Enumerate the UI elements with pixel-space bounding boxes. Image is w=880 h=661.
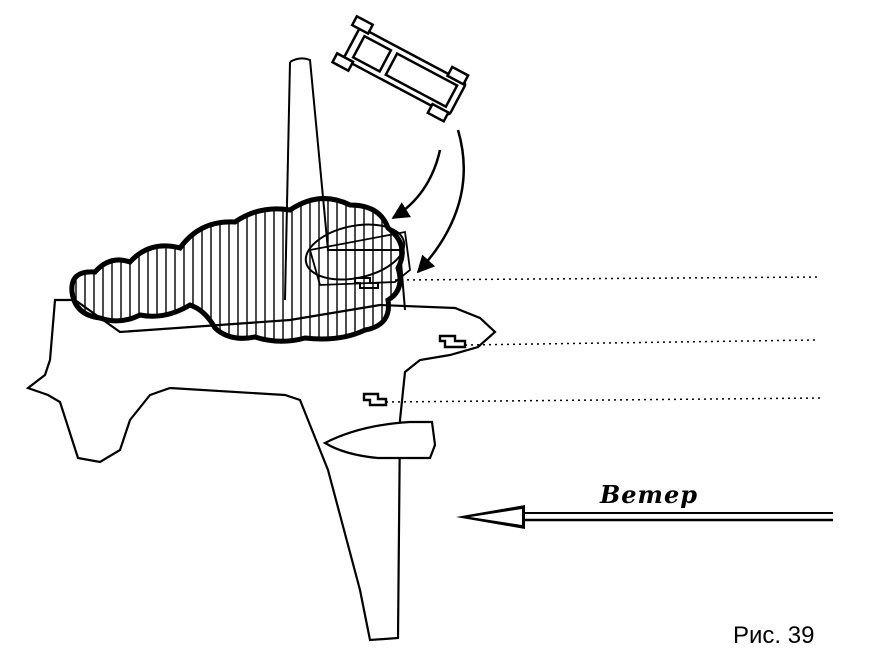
hangar-shape xyxy=(322,420,437,460)
gun-icon-2 xyxy=(438,334,467,349)
smoke-cloud xyxy=(69,196,405,344)
gun-icon-1 xyxy=(354,277,379,289)
figure-caption: Рис. 39 xyxy=(733,622,815,649)
terrain-outline xyxy=(25,298,497,642)
fire-line-3 xyxy=(385,397,823,403)
fire-line-1 xyxy=(394,276,821,281)
truck-icon xyxy=(330,14,470,124)
wind-label: Ветер xyxy=(600,480,698,509)
trajectory-arrow-1 xyxy=(391,149,442,220)
arrow-left-icon xyxy=(456,505,833,529)
trajectory-arrow-2 xyxy=(416,129,465,274)
gun-icon-3 xyxy=(362,392,388,407)
fire-line-2 xyxy=(464,339,816,346)
